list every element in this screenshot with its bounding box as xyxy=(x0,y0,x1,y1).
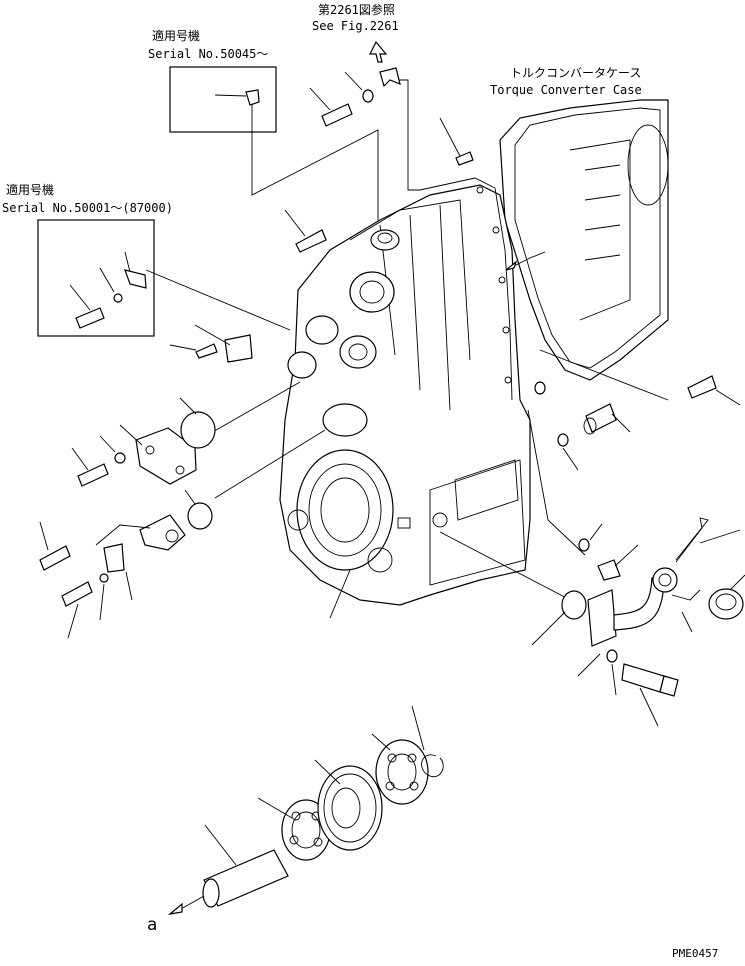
leader-line-case xyxy=(539,349,669,401)
small-oring-1-icon xyxy=(534,381,546,395)
leader-line-clamp xyxy=(95,524,151,546)
bolt-short-right-icon xyxy=(597,544,639,581)
leader-line-pipe xyxy=(681,611,693,633)
leader-line-case-bottom xyxy=(329,569,351,619)
bolt-lower-left-2-icon xyxy=(61,571,133,639)
marker-a-bottom-arrow-icon xyxy=(167,902,183,915)
leader-line-o-ring-lower xyxy=(184,489,196,505)
leader-line-small-oring xyxy=(562,447,579,471)
serial-top-label-english: Serial No.50045～ xyxy=(148,47,268,61)
bolt-lower-left-1-icon xyxy=(39,521,71,571)
inset-bolt-clip-icon xyxy=(69,251,147,329)
cover-plate-icon xyxy=(119,424,197,485)
marker-a-right-arrow-icon xyxy=(505,260,518,271)
torque-converter-case-label-english: Torque Converter Case xyxy=(490,83,642,97)
snap-ring-icon xyxy=(411,705,444,778)
bolt-right-icon xyxy=(687,375,741,406)
washer-right-icon xyxy=(606,649,618,663)
marker-a-bottom: a xyxy=(147,915,157,935)
drawing-code: PME0457 xyxy=(672,947,718,960)
reference-label-english: See Fig.2261 xyxy=(312,19,399,33)
bolt-long-right-icon xyxy=(621,663,679,727)
leader-line-plate xyxy=(194,324,231,346)
pin-top-icon xyxy=(439,117,474,166)
leader-line-ref xyxy=(398,79,420,191)
serial-left-label-japanese: 適用号機 xyxy=(6,182,54,197)
leader-line-o-ring-upper xyxy=(179,397,197,415)
bolt-upper-left-icon xyxy=(284,209,327,253)
gasket-icon xyxy=(561,590,587,620)
filler-pipe-icon xyxy=(577,567,701,677)
serial-top-label-japanese: 適用号機 xyxy=(152,28,200,43)
transmission-case xyxy=(224,177,531,606)
see-figure-arrow-icon xyxy=(369,40,388,63)
leader-line-gasket xyxy=(531,611,566,646)
dipstick-icon xyxy=(675,517,741,563)
torque-converter-case xyxy=(499,99,669,381)
leader-line-plug xyxy=(527,409,586,556)
bolt-small-left-icon xyxy=(169,343,218,359)
bolt-top-icon xyxy=(309,71,374,127)
serial-left-inset-box xyxy=(37,219,155,337)
small-oring-2-icon xyxy=(557,433,569,447)
reference-label-japanese: 第2261図参照 xyxy=(318,2,395,17)
ref-bracket-icon xyxy=(379,67,401,88)
plug-icon xyxy=(578,538,590,552)
bolt-washer-left-icon xyxy=(71,435,126,487)
breather-plug-icon xyxy=(214,89,260,106)
fitting-right-icon xyxy=(583,403,631,435)
leader-line-plug-right xyxy=(439,531,581,606)
serial-top-inset-box xyxy=(169,66,277,133)
leader-line-washer-right xyxy=(611,663,617,696)
torque-converter-case-label-japanese: トルクコンバータケース xyxy=(510,66,641,80)
leader-line-top-inset xyxy=(251,105,379,225)
serial-left-label-english: Serial No.50001～(87000) xyxy=(2,201,173,215)
bearing-outer-icon xyxy=(371,733,429,805)
leader-line-oring xyxy=(214,429,326,499)
shaft-icon xyxy=(202,824,289,908)
gear-icon xyxy=(314,759,383,851)
clamp-bracket-icon xyxy=(103,514,186,573)
leader-line-plug-small xyxy=(589,523,603,541)
leader-line-left-inset xyxy=(145,269,291,331)
filler-cap-icon xyxy=(708,574,745,620)
o-ring-icon xyxy=(180,411,216,449)
o-ring-lower-icon xyxy=(187,502,213,530)
